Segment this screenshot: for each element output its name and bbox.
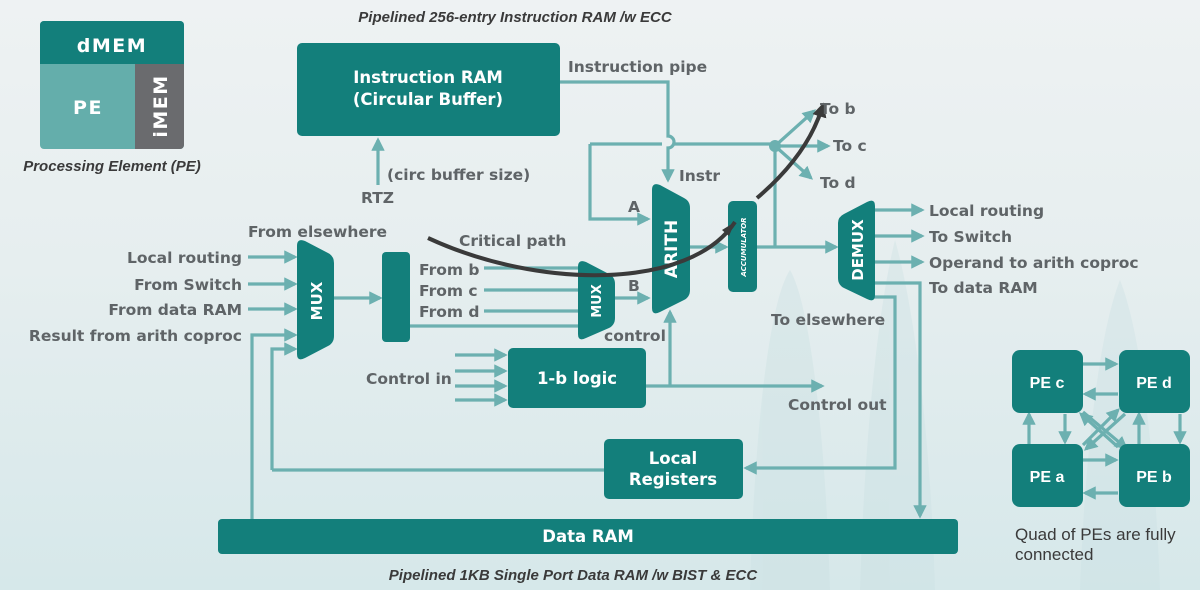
imem-label: iMEM [150, 74, 172, 137]
a-label: A [628, 198, 640, 216]
pipeline-register [382, 252, 410, 342]
pe-b-block: PE b [1119, 444, 1190, 507]
data-ram-caption: Pipelined 1KB Single Port Data RAM /w BI… [389, 567, 759, 584]
instruction-ram-block: Instruction RAM (Circular Buffer) [297, 43, 560, 136]
instruction-ram-title: Instruction RAM [353, 68, 503, 87]
accumulator-block: ACCUMULATOR [728, 201, 757, 292]
mux-operand: MUX [578, 261, 615, 340]
wires [248, 80, 927, 520]
pe-label: PE [73, 97, 103, 119]
mux-input-local-routing: Local routing [127, 249, 242, 267]
b-label: B [628, 277, 640, 295]
mux-input-from-data-ram: From data RAM [108, 301, 242, 319]
to-b-label: To b [820, 100, 856, 118]
pe-a-label: PE a [1030, 469, 1065, 486]
pe-a-block: PE a [1012, 444, 1083, 507]
from-elsewhere-label: From elsewhere [248, 223, 387, 241]
mux-input-result-arith: Result from arith coproc [29, 327, 242, 345]
instr-label: Instr [679, 167, 720, 185]
critical-path-arrow [427, 220, 737, 278]
quad-caption-line2: connected [1015, 545, 1093, 564]
quad-caption-line1: Quad of PEs are fully [1015, 525, 1176, 544]
pe-d-block: PE d [1119, 350, 1190, 413]
local-registers-line1: Local [649, 449, 697, 468]
pe-c-block: PE c [1012, 350, 1083, 413]
data-ram-block: Data RAM [218, 519, 958, 554]
accumulator-label: ACCUMULATOR [740, 217, 748, 277]
to-d-label: To d [820, 174, 856, 192]
local-registers-block: Local Registers [604, 439, 743, 499]
mux-operand-label: MUX [590, 284, 605, 318]
local-registers-line2: Registers [629, 470, 717, 489]
control-in-label: Control in [366, 370, 452, 388]
demux-block: DEMUX [838, 200, 875, 301]
demux-output-operand: Operand to arith coproc [929, 254, 1139, 272]
pe-legend-caption: Processing Element (PE) [23, 158, 201, 175]
data-ram-label: Data RAM [542, 527, 634, 546]
pe-d-label: PE d [1136, 375, 1172, 392]
demux-output-to-data-ram: To data RAM [929, 279, 1038, 297]
rtz-label: RTZ [361, 189, 394, 207]
arith-label: ARITH [662, 220, 682, 278]
dmem-label: dMEM [77, 35, 147, 57]
demux-output-local-routing: Local routing [929, 202, 1044, 220]
one-bit-logic-label: 1-b logic [537, 369, 617, 388]
mux-input: MUX [297, 240, 334, 360]
critical-path-label: Critical path [459, 232, 566, 250]
mux-input-from-switch: From Switch [134, 276, 242, 294]
to-c-label: To c [833, 137, 867, 155]
control-label: control [604, 327, 666, 345]
background-decoration [750, 240, 1160, 590]
instruction-ram-caption: Pipelined 256-entry Instruction RAM /w E… [358, 9, 673, 26]
critical-path-arrow-tail [755, 102, 827, 200]
instruction-ram-subtitle: (Circular Buffer) [353, 90, 503, 109]
labels: Instruction pipe (circ buffer size) RTZ … [29, 58, 1139, 414]
instruction-pipe-label: Instruction pipe [568, 58, 707, 76]
demux-output-to-switch: To Switch [929, 228, 1012, 246]
one-bit-logic-block: 1-b logic [508, 348, 646, 408]
from-b-label: From b [419, 261, 480, 279]
arith-block: ARITH [652, 184, 690, 314]
demux-label: DEMUX [849, 219, 867, 281]
pe-b-label: PE b [1136, 469, 1172, 486]
control-out-label: Control out [788, 396, 887, 414]
to-elsewhere-label: To elsewhere [771, 311, 885, 329]
pe-legend: dMEM PE iMEM Processing Element (PE) [23, 21, 201, 175]
circ-buffer-size-label: (circ buffer size) [387, 166, 530, 184]
pe-quad: PE c PE d PE a PE b Quad of PEs are full… [1012, 350, 1190, 564]
pe-c-label: PE c [1030, 375, 1065, 392]
mux-input-label: MUX [308, 281, 326, 320]
from-d-label: From d [419, 303, 480, 321]
from-c-label: From c [419, 282, 478, 300]
